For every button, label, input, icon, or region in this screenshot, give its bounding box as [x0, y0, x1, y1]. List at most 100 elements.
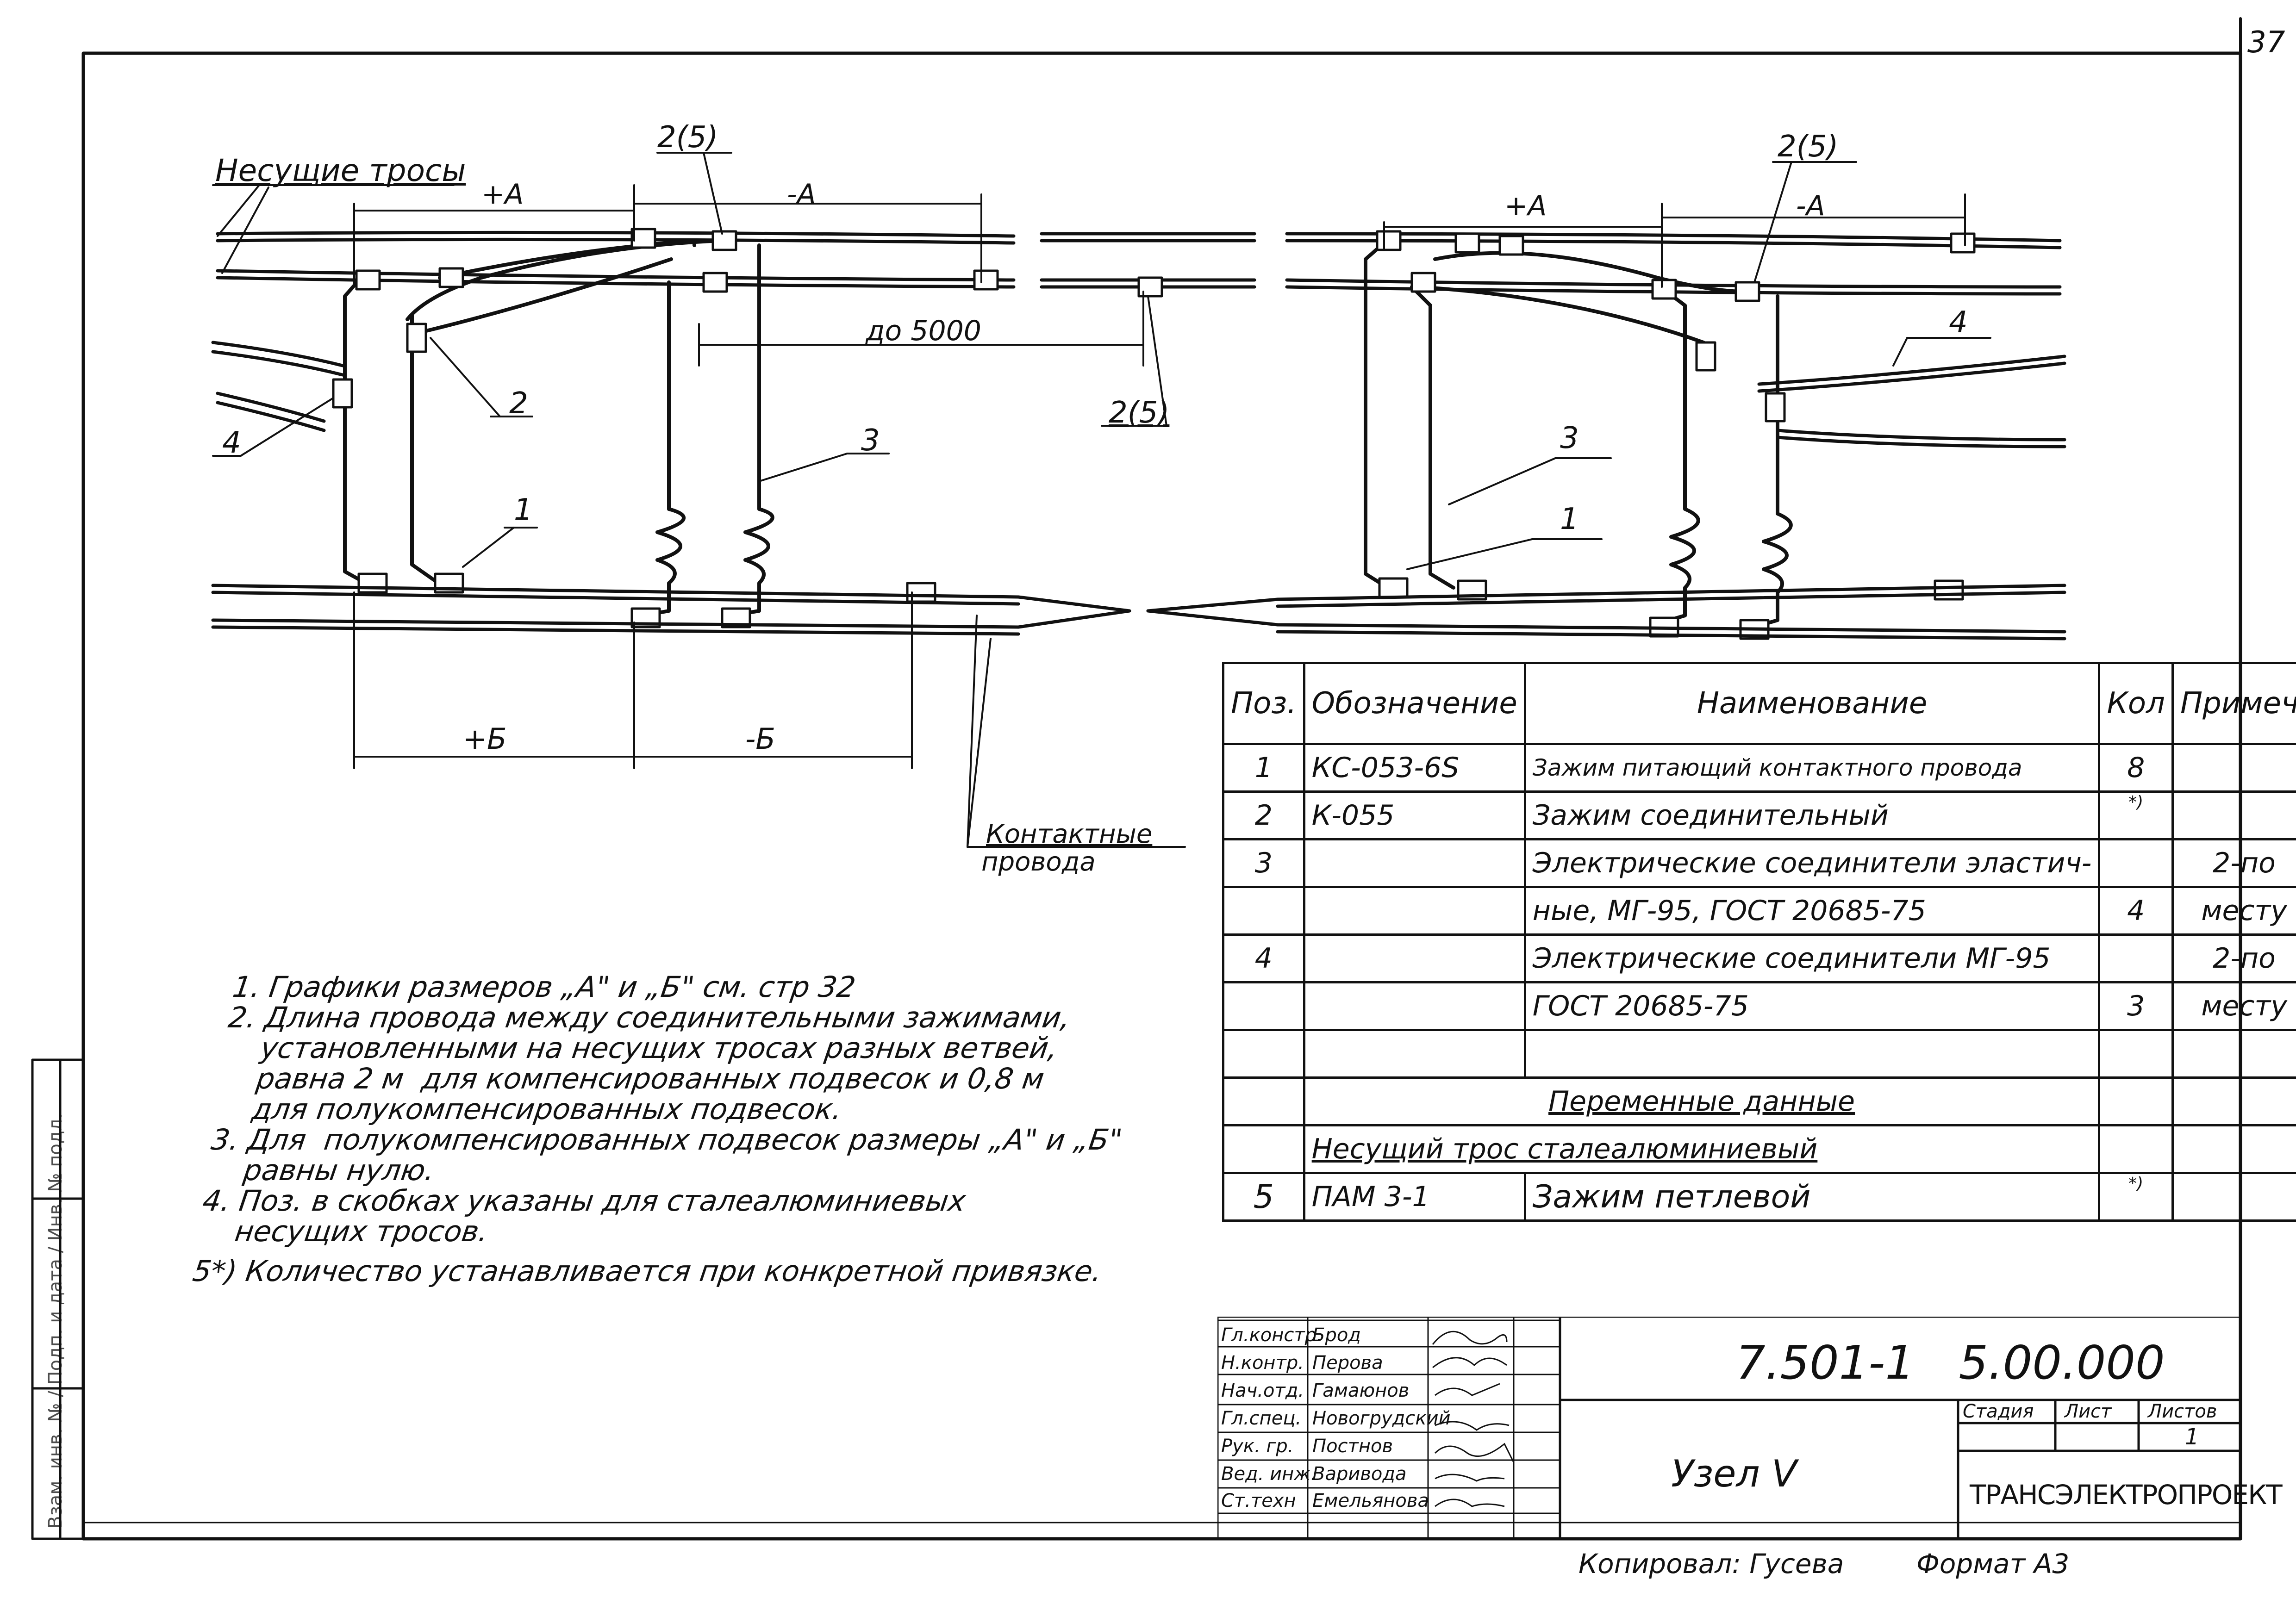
left-droppers [343, 239, 774, 617]
table-cell [1222, 1124, 1305, 1174]
notes-block: 1. Графики размеров „А" и „Б" см. стр 32… [191, 970, 1145, 1288]
table-row: 4 Электрические соединители МГ-95 2-по [1222, 933, 2296, 983]
table-row: 3 Электрические соединители эластич- 2-п… [1222, 838, 2296, 888]
label-3-left: 3 [861, 423, 880, 458]
dimension-lines [353, 184, 1966, 769]
table-cell [1303, 886, 1526, 936]
table-cell [2098, 1124, 2174, 1174]
role-label: Гл.констр. [1221, 1325, 1323, 1346]
person-name: Постнов [1312, 1436, 1393, 1457]
sheet-format: Формат А3 [1916, 1548, 2070, 1579]
sheets-label: Листов [2148, 1401, 2217, 1422]
left-contact-wires [211, 584, 1131, 636]
label-contact-wires-2: провода [981, 847, 1096, 877]
label-contact-wires-1: Контактные [986, 819, 1153, 849]
role-label: Н.контр. [1221, 1352, 1304, 1374]
table-cell [1303, 1029, 1526, 1079]
table-cell: Электрические соединители МГ-95 [1523, 933, 2101, 983]
table-cell [2098, 1029, 2174, 1079]
label-plus-a-left: +A [481, 178, 524, 211]
table-cell: 4 [2098, 886, 2174, 936]
table-cell: месту [2171, 886, 2296, 936]
spec-section-title: Переменные данные [1303, 1076, 2101, 1126]
label-4-left: 4 [222, 426, 241, 460]
table-cell [1222, 1076, 1305, 1126]
title-block-names: Брод Перова Гамаюнов Новогрудский Постно… [1312, 1322, 1450, 1514]
label-3-right: 3 [1560, 421, 1579, 455]
page-number: 37 [2247, 25, 2285, 60]
table-row: 1 КС-053-6S Зажим питающий контактного п… [1222, 743, 2296, 793]
label-1-right: 1 [1560, 502, 1579, 536]
table-cell: 2-по [2171, 933, 2296, 983]
table-cell [1303, 933, 1526, 983]
table-cell: Электрические соединители эластич- [1523, 838, 2101, 888]
table-cell [1222, 981, 1305, 1031]
sheet-label: Лист [2065, 1401, 2112, 1422]
table-cell [1303, 838, 1526, 888]
table-cell: *) [2098, 1172, 2174, 1222]
table-cell: 3 [2098, 981, 2174, 1031]
table-row: 5 ПАМ 3-1 Зажим петлевой *) [1222, 1172, 2296, 1222]
table-cell: 8 [2098, 743, 2174, 793]
left-carrier-cables [216, 230, 1256, 289]
table-cell: 3 [1222, 838, 1305, 888]
note-line: 2. Длина провода между соединительными з… [226, 1001, 1073, 1034]
note-line: установленными на несущих тросах разных … [222, 1031, 1060, 1065]
table-cell [2098, 838, 2174, 888]
table-cell: 1 [1222, 743, 1305, 793]
table-cell [2171, 1124, 2296, 1174]
role-label: Нач.отд. [1221, 1380, 1304, 1401]
table-cell [2171, 1076, 2296, 1126]
right-clamps[interactable] [1376, 230, 1976, 640]
label-2-5-top-left: 2(5) [657, 120, 718, 155]
spec-section-subtitle: Несущий трос сталеалюминиевый [1303, 1124, 2101, 1174]
person-name: Гамаюнов [1312, 1380, 1410, 1401]
table-cell: 2 [1222, 790, 1305, 840]
left-clamps[interactable] [332, 228, 1163, 628]
table-section-row: Переменные данные [1222, 1076, 2296, 1126]
table-cell: 5 [1222, 1172, 1305, 1222]
label-2-5-top-right: 2(5) [1778, 130, 1839, 164]
note-line: равны нулю. [205, 1153, 437, 1187]
label-carrier-cables: Несущие тросы [215, 153, 466, 188]
doc-number: 7.501-1 5.00.000 [1736, 1336, 2165, 1390]
spec-header-qty: Кол [2098, 662, 2174, 745]
table-row: ные, МГ-95, ГОСТ 20685-75 4 месту [1222, 886, 2296, 936]
table-cell [2171, 1029, 2296, 1079]
spec-header-note: Примеч. [2171, 662, 2296, 745]
label-up-to-5000: до 5000 [866, 315, 981, 347]
note-line: 1. Графики размеров „А" и „Б" см. стр 32 [231, 970, 858, 1004]
label-minus-b: -Б [745, 722, 775, 756]
right-contact-wires [1146, 584, 2066, 640]
role-label: Рук. гр. [1221, 1436, 1294, 1457]
label-1-left: 1 [514, 493, 533, 527]
side-stamp-text: Взам. инв. № / Подп. и дата / Инв. № под… [45, 1113, 66, 1529]
table-cell: Зажим соединительный [1523, 790, 2101, 840]
table-cell [2171, 790, 2296, 840]
note-line: для полукомпенсированных подвесок. [213, 1092, 844, 1126]
table-cell [1523, 1029, 2101, 1079]
table-cell: Зажим петлевой [1523, 1172, 2101, 1222]
label-minus-a-left: -A [787, 178, 816, 211]
table-cell [1303, 981, 1526, 1031]
role-label: Гл.спец. [1221, 1408, 1302, 1429]
table-cell [1222, 1029, 1305, 1079]
role-label: Ст.техн [1221, 1490, 1296, 1511]
label-2-5-mid: 2(5) [1109, 396, 1170, 430]
note-line: несущих тросов. [196, 1214, 491, 1248]
table-row: 2 К-055 Зажим соединительный *) [1222, 790, 2296, 840]
table-cell [2171, 1172, 2296, 1222]
table-cell: КС-053-6S [1303, 743, 1526, 793]
person-name: Брод [1312, 1325, 1361, 1346]
person-name: Варивода [1312, 1463, 1407, 1485]
table-cell: ГОСТ 20685-75 [1523, 981, 2101, 1031]
table-cell: месту [2171, 981, 2296, 1031]
label-4-right: 4 [1949, 305, 1968, 340]
spec-header-designation: Обозначение [1303, 662, 1526, 745]
signature-marks [1432, 1331, 1515, 1507]
label-plus-b: +Б [463, 722, 507, 756]
table-cell: 4 [1222, 933, 1305, 983]
title-block-grid [1217, 1317, 2240, 1539]
label-2-left: 2 [509, 386, 528, 421]
